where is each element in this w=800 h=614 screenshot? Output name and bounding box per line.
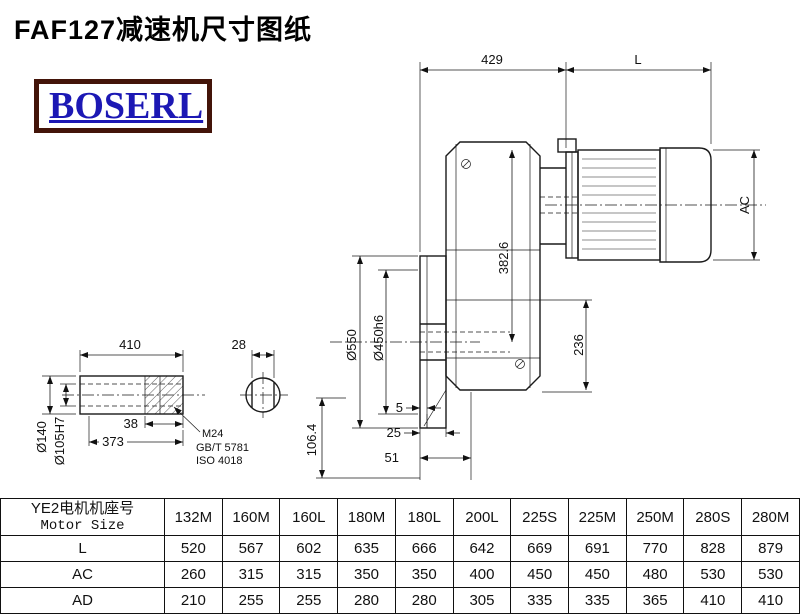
table-cell: 666	[394, 535, 454, 562]
dim-373-label: 373	[102, 434, 124, 449]
page-title: FAF127减速机尺寸图纸	[14, 15, 313, 45]
table-cell: 828	[683, 535, 743, 562]
col-header: 132M	[164, 498, 223, 536]
table-cell: 520	[164, 535, 223, 562]
table-cell: 305	[452, 587, 512, 614]
table-cell: 255	[279, 587, 339, 614]
dim-382-label: 382.6	[496, 242, 511, 275]
table-cell: 879	[741, 535, 800, 562]
dimensions-table: YE2电机机座号 Motor Size 132M 160M 160L 180M …	[0, 498, 800, 614]
table-cell: 450	[510, 561, 570, 588]
table-cell: 602	[279, 535, 339, 562]
screw-icon	[515, 359, 525, 369]
row-label-AD: AD	[0, 587, 165, 614]
table-cell: 567	[221, 535, 281, 562]
row-label-L: L	[0, 535, 165, 562]
table-cell: 280	[337, 587, 396, 614]
table-cell: 335	[568, 587, 627, 614]
dim-236-label: 236	[571, 334, 586, 356]
table-cell: 410	[741, 587, 800, 614]
table-cell: 530	[683, 561, 743, 588]
dim-5-label: 5	[396, 400, 403, 415]
dim-106-label: 106.4	[304, 424, 319, 457]
table-cell: 770	[625, 535, 685, 562]
col-header: 225S	[510, 498, 570, 536]
gear-housing	[445, 141, 541, 391]
shaft-section-hatch	[145, 376, 183, 414]
dim-105-label: Ø105H7	[52, 417, 67, 465]
table-row-AD: AD 210 255 255 280 280 305 335 335 365 4…	[0, 587, 800, 614]
col-header: 160M	[221, 498, 281, 536]
note-iso-standard-label: ISO 4018	[196, 455, 242, 467]
motor-size-header: YE2电机机座号 Motor Size	[0, 498, 165, 536]
dim-51-label: 51	[385, 450, 399, 465]
col-header: 280M	[741, 498, 800, 536]
note-m24-label: M24	[202, 428, 223, 440]
brand-logo: BOSERL	[34, 79, 212, 133]
table-cell: 315	[221, 561, 281, 588]
main-view: 429 L AC Ø550 Ø450h6 382.6 236	[304, 52, 766, 480]
col-header: 250M	[625, 498, 685, 536]
table-cell: 315	[279, 561, 339, 588]
table-cell: 365	[625, 587, 685, 614]
dim-450h6-label: Ø450h6	[371, 315, 386, 361]
shaft-detail-view: 410 28 Ø140 Ø105H7	[34, 337, 288, 467]
col-header: 180L	[394, 498, 454, 536]
dim-410-label: 410	[119, 337, 141, 352]
dim-25-label: 25	[387, 425, 401, 440]
table-cell: 350	[394, 561, 454, 588]
motor-size-header-en: Motor Size	[40, 517, 125, 534]
col-header: 225M	[568, 498, 627, 536]
table-cell: 280	[394, 587, 454, 614]
table-cell: 635	[337, 535, 396, 562]
col-header: 160L	[279, 498, 339, 536]
col-header: 180M	[337, 498, 396, 536]
screw-icon	[461, 159, 471, 169]
table-cell: 255	[221, 587, 281, 614]
table-cell: 530	[741, 561, 800, 588]
table-cell: 210	[164, 587, 223, 614]
table-cell: 450	[568, 561, 627, 588]
shaft-end-view	[245, 377, 281, 413]
table-cell: 350	[337, 561, 396, 588]
dim-429-label: 429	[481, 52, 503, 67]
dim-140-label: Ø140	[34, 421, 49, 453]
dim-550-label: Ø550	[344, 329, 359, 361]
table-cell: 642	[452, 535, 512, 562]
lifting-lug	[557, 138, 577, 153]
table-cell: 335	[510, 587, 570, 614]
dim-L-label: L	[634, 52, 641, 67]
row-label-AC: AC	[0, 561, 165, 588]
output-shaft	[79, 375, 184, 415]
col-header: 200L	[452, 498, 512, 536]
table-row-L: L 520 567 602 635 666 642 669 691 770 82…	[0, 535, 800, 562]
table-cell: 410	[683, 587, 743, 614]
note-gb-standard-label: GB/T 5781	[196, 442, 249, 454]
table-cell: 480	[625, 561, 685, 588]
fan-cover	[659, 147, 712, 263]
dim-AC-label: AC	[737, 196, 752, 214]
table-cell: 669	[510, 535, 570, 562]
table-row-AC: AC 260 315 315 350 350 400 450 450 480 5…	[0, 561, 800, 588]
dim-28-label: 28	[232, 337, 246, 352]
brand-logo-text: BOSERL	[49, 85, 204, 127]
motor-size-header-cn: YE2电机机座号	[30, 500, 135, 518]
motor-fins	[582, 158, 656, 250]
table-cell: 260	[164, 561, 223, 588]
table-cell: 691	[568, 535, 627, 562]
table-cell: 400	[452, 561, 512, 588]
dim-38-label: 38	[124, 416, 138, 431]
output-flange	[419, 255, 447, 429]
col-header: 280S	[683, 498, 743, 536]
